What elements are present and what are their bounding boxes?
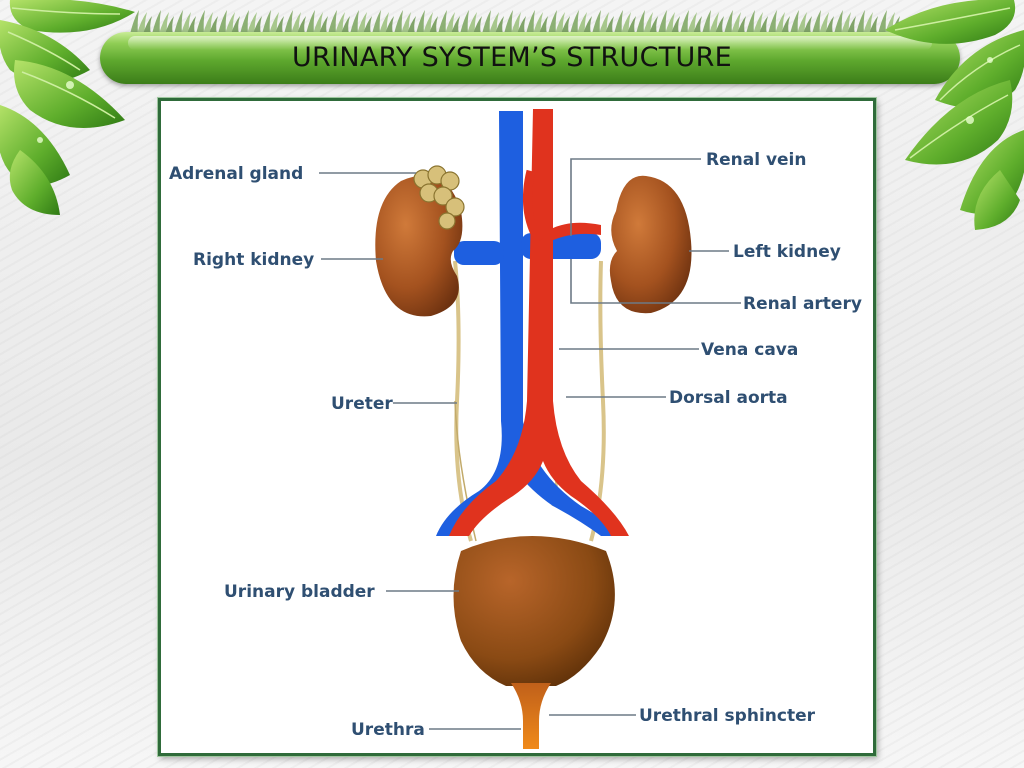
- diagram-frame: Adrenal gland Right kidney Ureter Urinar…: [158, 98, 876, 756]
- title-banner: [100, 32, 960, 84]
- dorsal-aorta-vessel: [449, 109, 629, 536]
- right-renal-vein: [454, 241, 504, 265]
- right-kidney-shape: [375, 175, 463, 317]
- urethra-shape: [511, 683, 551, 749]
- label-renal-artery: Renal artery: [743, 294, 862, 314]
- label-adrenal-gland: Adrenal gland: [169, 164, 303, 184]
- urinary-system-diagram: Adrenal gland Right kidney Ureter Urinar…: [169, 109, 862, 749]
- adrenal-gland-shape: [413, 165, 465, 230]
- label-urethral-sphincter: Urethral sphincter: [639, 706, 816, 726]
- grass-strip-icon: [130, 8, 900, 34]
- label-dorsal-aorta: Dorsal aorta: [669, 388, 788, 408]
- leaf-cluster-icon: [885, 0, 1024, 230]
- slide-title: URINARY SYSTEM’S STRUCTURE: [291, 42, 733, 73]
- label-right-kidney: Right kidney: [193, 250, 314, 270]
- label-left-kidney: Left kidney: [733, 242, 841, 262]
- leader-renal-artery: [570, 259, 741, 304]
- leaf-cluster-icon: [0, 0, 135, 215]
- urinary-bladder-shape: [453, 536, 615, 686]
- label-vena-cava: Vena cava: [701, 340, 798, 360]
- label-ureter: Ureter: [331, 394, 393, 414]
- left-kidney-shape: [609, 175, 692, 314]
- leader-renal-vein: [570, 158, 701, 236]
- right-ureter: [453, 260, 473, 542]
- label-renal-vein: Renal vein: [706, 150, 806, 170]
- label-urinary-bladder: Urinary bladder: [224, 582, 375, 602]
- left-renal-artery: [551, 222, 601, 241]
- label-urethra: Urethra: [351, 720, 425, 740]
